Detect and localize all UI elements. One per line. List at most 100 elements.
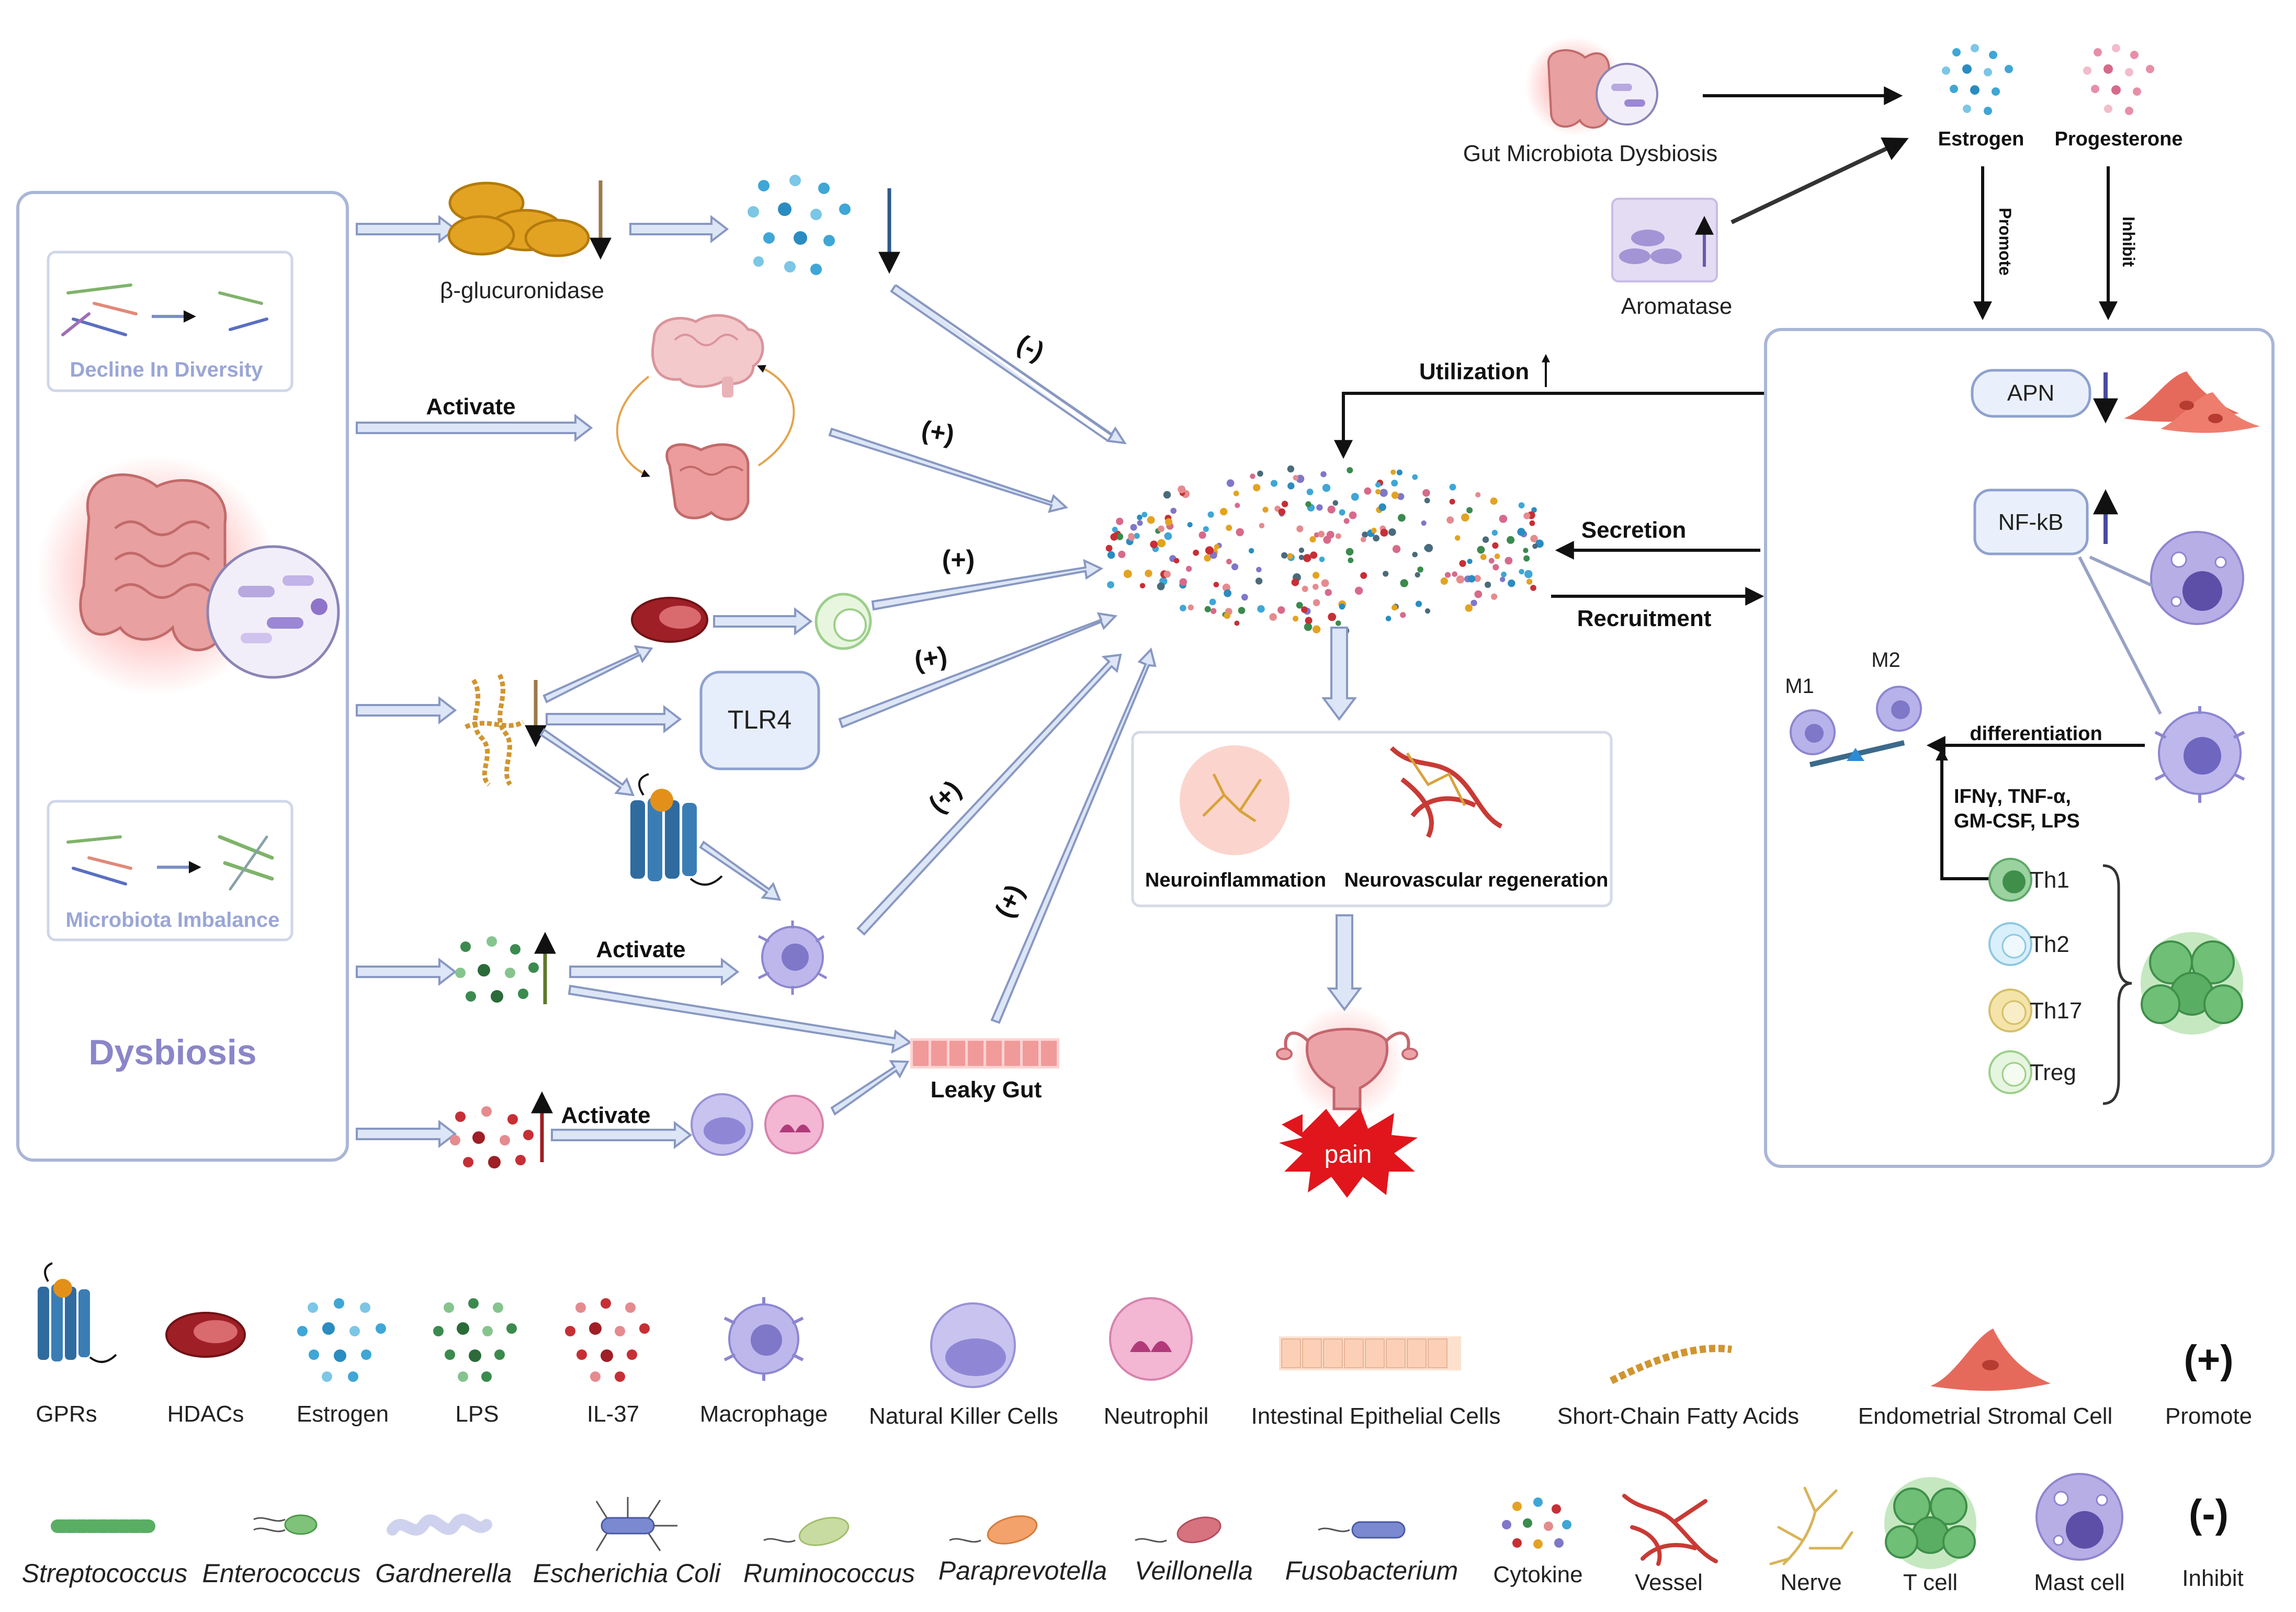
cytokine-dot [1526, 578, 1533, 585]
mast-cell-icon [2150, 531, 2244, 625]
cytokine-dot [1325, 589, 1332, 596]
cytokine-dot [1110, 533, 1118, 541]
legend-ruminococcus-icon [763, 1517, 850, 1546]
secretion-label: Secretion [1581, 517, 1687, 543]
cytokine-dot [1234, 620, 1240, 626]
legend-gprs-label: GPRs [36, 1401, 97, 1427]
legend-ecoli-icon [595, 1497, 677, 1551]
brain-gut-axis-icon [616, 314, 795, 521]
cytokine-dot [1332, 500, 1339, 506]
m1-m2-balance-icon [1790, 686, 1922, 767]
cytokine-dot [1187, 522, 1193, 528]
cytokine-dot [1467, 559, 1473, 564]
lps-to-leaky-gut-arrow [568, 984, 912, 1054]
cytokine-dot [1424, 608, 1431, 614]
cytokine-dot [1347, 467, 1353, 473]
cytokine-dot [1204, 554, 1211, 562]
legend-streptococcus-label: Streptococcus [22, 1559, 188, 1588]
cytokine-dot [1396, 469, 1403, 475]
cytokine-dot [1392, 545, 1401, 553]
cytokine-dot [1287, 465, 1295, 473]
dysbiosis-title: Dysbiosis [88, 1032, 256, 1072]
cytokine-dot [1485, 581, 1491, 588]
cytokine-dot [1390, 469, 1396, 475]
cytokine-dot [1147, 516, 1155, 524]
cytokine-dot [1137, 514, 1143, 520]
cytokine-dot [1301, 606, 1308, 613]
cytokine-dot [1360, 537, 1366, 542]
cytokine-dot [1336, 620, 1341, 626]
cytokine-dot [1303, 554, 1311, 562]
utilization-label: Utilization [1419, 359, 1529, 384]
cytokine-dot [1316, 504, 1323, 511]
cytokine-dot [1444, 572, 1451, 578]
endometrial-stromal-cell-icon [2124, 371, 2260, 433]
cytokine-dot [1343, 518, 1350, 524]
legend-enterococcus-label: Enterococcus [202, 1559, 361, 1588]
legend-cytokine-label: Cytokine [1493, 1562, 1582, 1587]
cytokine-dot [1339, 603, 1345, 610]
legend-veillonella-icon [1135, 1516, 1221, 1543]
cytokine-dot [1440, 577, 1448, 585]
cytokine-dot [1134, 532, 1140, 539]
cytokine-dot [1385, 616, 1392, 621]
cytokine-dot [1424, 543, 1433, 552]
cytokine-dot [1400, 579, 1408, 587]
legend-paraprevotella-icon [949, 1515, 1038, 1545]
nfkb-to-macrophage-line [2078, 556, 2162, 715]
cytokine-dot [1203, 526, 1209, 532]
progesterone-hormone-label: Progesterone [2055, 128, 2183, 150]
cytokine-dot [1354, 586, 1363, 595]
il37-to-cells-arrow [551, 1120, 693, 1150]
cytokine-dot [1226, 479, 1235, 487]
estrogen-hormone-icon [1942, 44, 2013, 115]
th17-cell: Th17 [1988, 989, 2082, 1032]
utilization-arrow [1334, 392, 1967, 459]
m2-label: M2 [1871, 649, 1901, 672]
cytokine-dot [1339, 509, 1345, 516]
cytokine-dot [1139, 583, 1146, 589]
t-cell-cluster-icon [2141, 932, 2243, 1035]
cytokine-dot [1220, 508, 1228, 516]
estrogen-hormone-label: Estrogen [1938, 128, 2024, 150]
legend-t-cell-label: T cell [1903, 1570, 1958, 1595]
estrogen-dots-icon [748, 175, 851, 275]
cytokine-dot [1532, 543, 1538, 549]
cytokine-dot [1391, 480, 1398, 487]
cytokine-dot [1523, 512, 1531, 519]
beta-glucuronidase-to-estrogen-arrow [629, 214, 729, 244]
cytokine-dot [1224, 589, 1232, 597]
cytokine-dot [1170, 507, 1177, 514]
cytokine-dot [1150, 540, 1158, 549]
cytokine-dot [1205, 546, 1214, 555]
aromatase-to-hormones-arrow [1731, 137, 1909, 224]
neuroinflammation-label: Neuroinflammation [1145, 869, 1326, 891]
gpr-to-macrophage-arrow [699, 841, 782, 901]
cytokine-dot [1163, 491, 1171, 499]
cytokine-dot [1321, 579, 1329, 587]
cytokine-dot [1314, 532, 1319, 538]
cytokine-dot [1378, 503, 1386, 511]
legend-macrophage-label: Macrophage [700, 1401, 828, 1427]
cytokine-dot [1281, 501, 1288, 507]
legend-macrophage-icon [723, 1297, 804, 1381]
il37-dots-icon [450, 1106, 534, 1168]
recruitment-label: Recruitment [1577, 606, 1712, 631]
nk-cell-icon [691, 1093, 753, 1156]
cytokine-dot [1298, 547, 1305, 553]
cytokine-dot [1530, 585, 1536, 591]
scfa-to-gpr-arrow [539, 728, 635, 797]
convergent-arrows [828, 284, 1157, 1024]
cytokine-dot [1319, 557, 1325, 562]
cytokine-dot [1262, 506, 1269, 513]
legend-enterococcus-icon [253, 1514, 318, 1535]
cytokine-dot [1250, 473, 1256, 479]
cytokine-dot [1105, 544, 1113, 552]
legend-estrogen-icon [297, 1298, 386, 1382]
cytokine-dot [1257, 605, 1265, 613]
cytokine-dot [1305, 617, 1313, 625]
cytokine-dot [1380, 529, 1388, 537]
legend-inhibit-label: Inhibit [2182, 1565, 2243, 1591]
cytokine-dot [1193, 549, 1200, 556]
aromatase-label: Aromatase [1621, 293, 1733, 319]
